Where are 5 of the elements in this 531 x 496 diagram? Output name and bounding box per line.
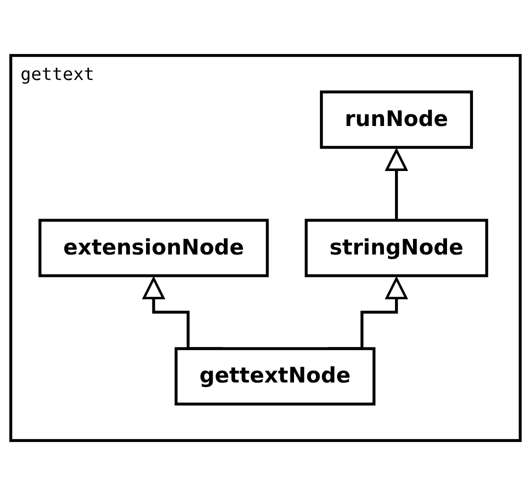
node-box: stringNode <box>304 218 488 278</box>
node-box: extensionNode <box>38 218 269 278</box>
node-box: runNode <box>320 90 473 149</box>
node-box: gettextNode <box>174 347 376 406</box>
arrow <box>386 149 408 222</box>
